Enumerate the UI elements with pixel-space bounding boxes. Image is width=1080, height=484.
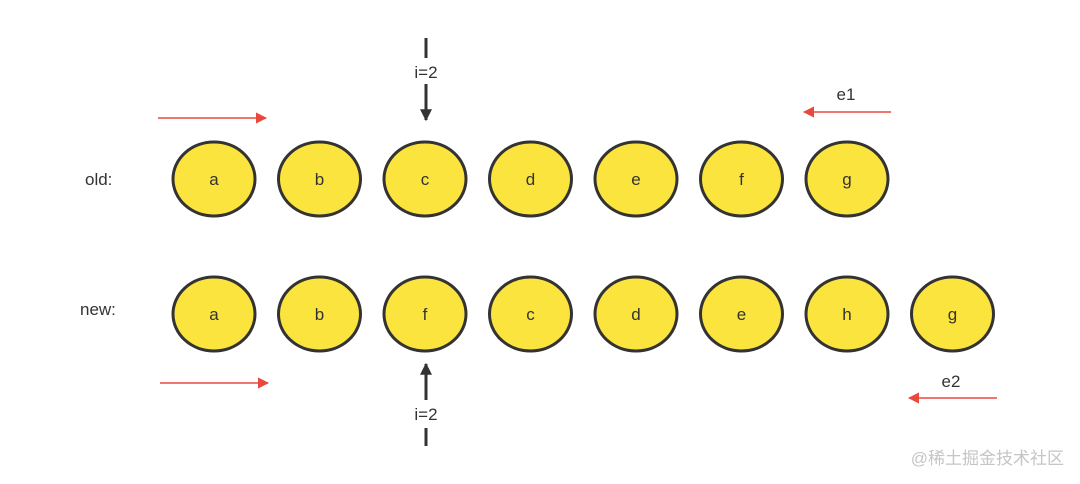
e2-pointer: e2 xyxy=(907,372,997,404)
new-node: b xyxy=(277,275,362,353)
old-node: g xyxy=(804,140,890,218)
new-node-label: f xyxy=(423,305,428,324)
new-node: a xyxy=(171,275,257,353)
new-node-label: h xyxy=(842,305,851,324)
old-node: a xyxy=(171,140,257,218)
new-node-circle xyxy=(910,275,995,353)
old-row-label: old: xyxy=(85,170,112,189)
new-node: f xyxy=(382,275,468,353)
old-node: c xyxy=(382,140,468,218)
e2-label: e2 xyxy=(942,372,961,391)
new-node-label: d xyxy=(631,305,640,324)
new-node-label: b xyxy=(315,305,324,324)
old-node: b xyxy=(277,140,362,218)
old-node-circle xyxy=(382,140,468,218)
old-node: d xyxy=(488,140,573,218)
new-node-label: g xyxy=(948,305,957,324)
new-node: h xyxy=(804,275,890,353)
new-node-circle xyxy=(382,275,468,353)
new-node: e xyxy=(699,275,784,353)
old-node-circle xyxy=(804,140,890,218)
i-pointer-top: i=2 xyxy=(414,38,438,122)
new-node-label: e xyxy=(737,305,746,324)
watermark-text: @稀土掘金技术社区 xyxy=(911,449,1064,468)
old-node-label: b xyxy=(315,170,324,189)
new-node-label: c xyxy=(526,305,535,324)
old-node: f xyxy=(699,140,784,218)
e1-pointer: e1 xyxy=(802,85,891,118)
old-node-circle xyxy=(488,140,573,218)
old-node-circle xyxy=(699,140,784,218)
i-pointer-bottom-label: i=2 xyxy=(414,405,437,424)
i-pointer-bottom: i=2 xyxy=(414,362,438,446)
new-node-circle xyxy=(593,275,679,353)
new-row-label: new: xyxy=(80,300,116,319)
old-node-label: d xyxy=(526,170,535,189)
old-node-label: f xyxy=(739,170,744,189)
new-node: c xyxy=(488,275,573,353)
old-node-circle xyxy=(593,140,679,218)
old-node-circle xyxy=(277,140,362,218)
old-node-label: a xyxy=(209,170,219,189)
new-node: g xyxy=(910,275,995,353)
new-node-label: a xyxy=(209,305,219,324)
old-node-row: a b c d e f g xyxy=(171,140,890,218)
old-node-circle xyxy=(171,140,257,218)
new-node-circle xyxy=(277,275,362,353)
new-node: d xyxy=(593,275,679,353)
old-node: e xyxy=(593,140,679,218)
new-node-circle xyxy=(699,275,784,353)
old-node-label: c xyxy=(421,170,430,189)
new-node-circle xyxy=(804,275,890,353)
new-node-circle xyxy=(171,275,257,353)
i-pointer-top-label: i=2 xyxy=(414,63,437,82)
new-node-circle xyxy=(488,275,573,353)
e1-label: e1 xyxy=(837,85,856,104)
old-node-label: e xyxy=(631,170,640,189)
old-node-label: g xyxy=(842,170,851,189)
